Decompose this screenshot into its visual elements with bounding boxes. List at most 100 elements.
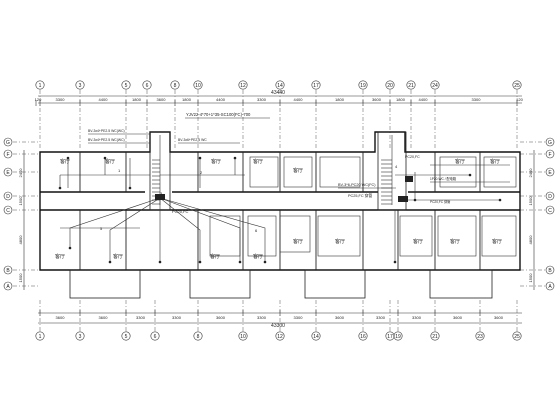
- room-name: 客厅: [211, 158, 221, 165]
- room-name: 客厅: [210, 253, 220, 260]
- note-10: PC20,FC 穿管: [430, 199, 450, 204]
- dim-value: 4800: [528, 235, 533, 245]
- axis-grid-lines: [13, 90, 545, 331]
- dim-value: 1800: [396, 97, 406, 102]
- axis-label: 12: [277, 334, 283, 340]
- outlet-symbol: [233, 156, 237, 160]
- room-box: [247, 215, 277, 257]
- row-axis-marker: [3, 205, 13, 215]
- room-box: [437, 215, 477, 257]
- wiring-runs: [58, 156, 510, 264]
- axis-marker: [238, 80, 248, 90]
- axis-label: 3: [79, 83, 82, 89]
- room-box: [439, 156, 477, 188]
- distribution-panel: [155, 194, 165, 200]
- dim-value: 120: [35, 97, 42, 102]
- row-axis-marker: [3, 149, 13, 159]
- axis-marker: [358, 331, 368, 341]
- dim-value: 3300: [257, 315, 267, 320]
- outlet-symbol: [198, 260, 202, 264]
- outlet-symbol: [238, 260, 242, 264]
- row-axis-marker: [545, 149, 555, 159]
- dim-value: 3600: [372, 97, 382, 102]
- room-box: [249, 156, 279, 188]
- outlet-symbol: [108, 260, 112, 264]
- note-9: 1P20-WC / 配电箱: [430, 176, 457, 181]
- dim-value: 3600: [494, 315, 504, 320]
- row-axis-marker: [545, 137, 555, 147]
- axis-marker: [311, 80, 321, 90]
- row-axis-marker: [545, 191, 555, 201]
- dim-value: 1800: [132, 97, 142, 102]
- axis-label: 24: [432, 83, 438, 89]
- axis-marker: [430, 331, 440, 341]
- dim-value: 1800: [335, 97, 345, 102]
- distribution-panel: [405, 176, 413, 182]
- room-name: 客厅: [60, 158, 70, 165]
- axis-label: 14: [313, 334, 319, 340]
- room-name: 客厅: [105, 158, 115, 165]
- dim-value: 3300: [56, 97, 66, 102]
- axis-marker: [170, 80, 180, 90]
- axis-marker: [385, 331, 395, 341]
- axis-marker: [150, 331, 160, 341]
- room-name: 客厅: [293, 167, 303, 174]
- row-axis-label: E: [548, 170, 552, 176]
- dim-value: 4400: [216, 97, 226, 102]
- axis-label: 12: [240, 83, 246, 89]
- row-axis-marker: [545, 205, 555, 215]
- axis-label: 5: [125, 83, 128, 89]
- circuit-marks: 1 2 3 4 5 6: [100, 164, 398, 233]
- wire-run: [159, 197, 266, 262]
- axis-marker: [385, 80, 395, 90]
- dim-value: 1500: [528, 273, 533, 283]
- note-5: PC20,FC: [172, 209, 189, 214]
- axis-marker: [35, 80, 45, 90]
- room-name: 客厅: [293, 238, 303, 245]
- room-name: 客厅: [253, 253, 263, 260]
- row-axis-label: G: [6, 140, 10, 146]
- room-name: 客厅: [55, 253, 65, 260]
- outlet-symbol: [198, 156, 202, 160]
- axis-label: 19: [360, 83, 366, 89]
- outlet-symbol: [66, 156, 70, 160]
- axis-marker: [430, 80, 440, 90]
- mark-d: 4: [395, 164, 398, 169]
- outlet-symbol: [58, 186, 62, 190]
- axis-marker: [193, 331, 203, 341]
- mark-e: 5: [100, 226, 103, 231]
- mark-f: 6: [255, 228, 258, 233]
- axis-label: 3: [79, 334, 82, 340]
- axis-marker: [142, 80, 152, 90]
- room-name: 客厅: [490, 158, 500, 165]
- row-axis-marker: [3, 265, 13, 275]
- axis-label: 6: [146, 83, 149, 89]
- axis-label: 10: [195, 83, 201, 89]
- axis-label: 25: [514, 334, 520, 340]
- dim-value: 1800: [182, 97, 192, 102]
- dim-value: 3300: [172, 315, 182, 320]
- dim-value: 4400: [419, 97, 429, 102]
- dim-value: 4400: [99, 97, 109, 102]
- axis-label: 1: [39, 83, 42, 89]
- room-name: 客厅: [253, 158, 263, 165]
- axis-label: 10: [240, 334, 246, 340]
- dim-value: 3300: [376, 315, 386, 320]
- wiring-notes: YJV22-4*70+1*35-SC100(FC)-700 BV-3x4+PE2…: [88, 112, 457, 214]
- wire-run: [159, 197, 241, 262]
- axis-marker: [275, 80, 285, 90]
- axis-marker: [311, 331, 321, 341]
- room-box: [279, 215, 311, 253]
- row-axis-marker: [545, 281, 555, 291]
- outlet-symbol: [68, 246, 72, 250]
- axis-label: 16: [360, 334, 366, 340]
- room-name: 客厅: [335, 238, 345, 245]
- top-total-dim: 43440: [271, 90, 285, 96]
- axis-marker: [512, 331, 522, 341]
- row-axis-label: D: [548, 194, 552, 200]
- axis-marker: [121, 331, 131, 341]
- mark-c: 3: [160, 191, 163, 196]
- dim-value: 4800: [18, 235, 23, 245]
- outlet-symbol: [128, 186, 132, 190]
